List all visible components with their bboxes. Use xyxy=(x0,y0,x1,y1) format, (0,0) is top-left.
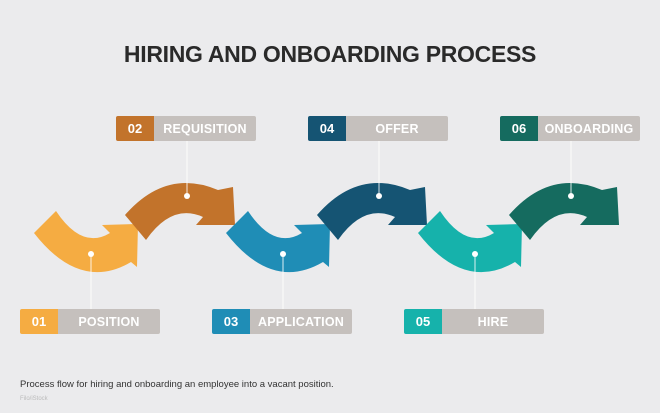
step-name: OFFER xyxy=(346,116,448,141)
step-name: POSITION xyxy=(58,309,160,334)
step-02-arrow xyxy=(125,141,235,240)
step-name: REQUISITION xyxy=(154,116,256,141)
step-05-arrow xyxy=(418,211,522,309)
step-number: 01 xyxy=(20,309,58,334)
image-credit: Filo/iStock xyxy=(20,396,48,402)
connector-dot xyxy=(280,251,286,257)
step-name: APPLICATION xyxy=(250,309,352,334)
curved-arrow-icon xyxy=(418,211,522,273)
connector-dot xyxy=(88,251,94,257)
step-03-arrow xyxy=(226,211,330,309)
curved-arrow-icon xyxy=(34,211,138,273)
connector-dot xyxy=(568,193,574,199)
connector-dot xyxy=(472,251,478,257)
curved-arrow-icon xyxy=(317,182,427,240)
step-06-arrow xyxy=(509,141,619,240)
step-name: ONBOARDING xyxy=(538,116,640,141)
connector-dot xyxy=(184,193,190,199)
curved-arrow-icon xyxy=(226,211,330,273)
curved-arrow-icon xyxy=(509,182,619,240)
step-number: 06 xyxy=(500,116,538,141)
step-number: 05 xyxy=(404,309,442,334)
step-04-arrow xyxy=(317,141,427,240)
connector-dot xyxy=(376,193,382,199)
page-title: HIRING AND ONBOARDING PROCESS xyxy=(123,41,537,67)
curved-arrow-icon xyxy=(125,182,235,240)
step-name: HIRE xyxy=(442,309,544,334)
step-number: 03 xyxy=(212,309,250,334)
step-01-arrow xyxy=(34,211,138,309)
caption: Process flow for hiring and onboarding a… xyxy=(20,379,334,390)
step-number: 02 xyxy=(116,116,154,141)
step-number: 04 xyxy=(308,116,346,141)
